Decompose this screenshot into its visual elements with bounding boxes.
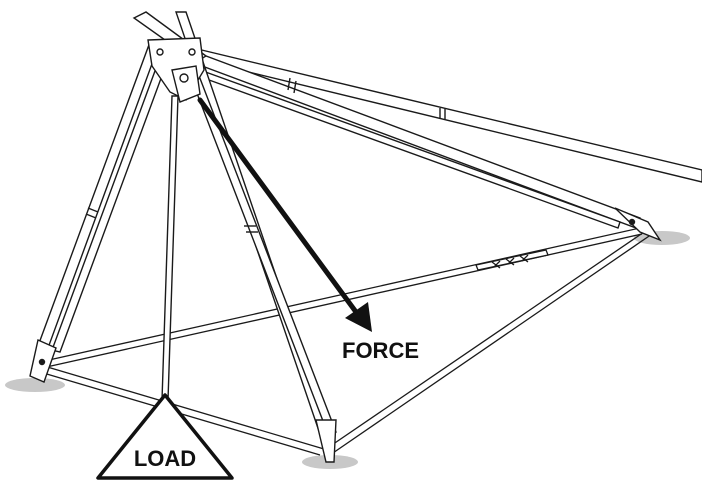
load-label: LOAD (134, 446, 196, 471)
left-foot-shadow (5, 378, 65, 392)
left-leg (30, 42, 170, 382)
rope-tensioner (476, 250, 548, 270)
load-line (162, 96, 178, 400)
force-arrow (200, 100, 372, 332)
force-label: FORCE (342, 338, 419, 363)
